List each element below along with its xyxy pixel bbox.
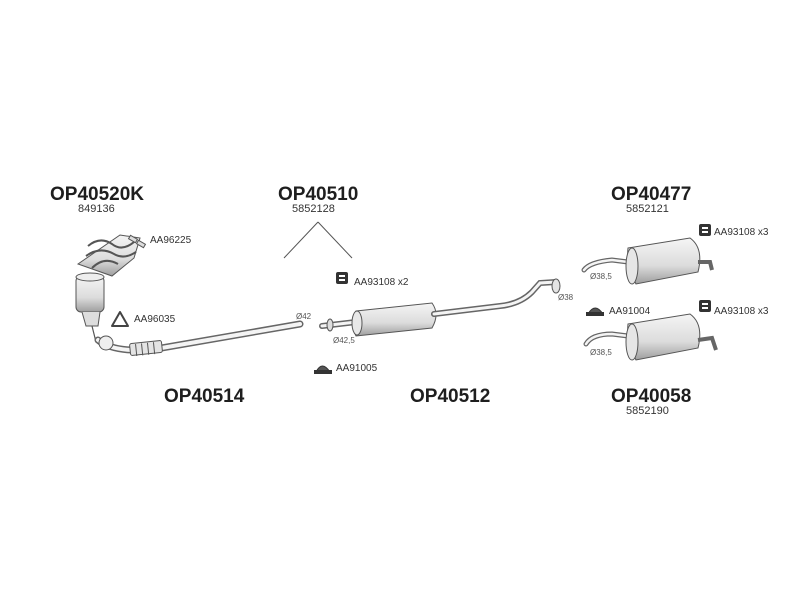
middle-clamp-label[interactable]: AA91005: [336, 363, 378, 374]
middle-silencer-part[interactable]: [319, 278, 561, 337]
manifold-gasket-label[interactable]: AA96035: [134, 314, 176, 325]
clamp-upper-x3-label[interactable]: AA93108 x3: [714, 227, 769, 238]
manifold-oe-number: 849136: [78, 203, 115, 215]
clamp-x2-label[interactable]: AA93108 x2: [354, 277, 409, 288]
manifold-part-number: OP40520K: [50, 184, 145, 205]
bolts-label[interactable]: AA96225: [150, 235, 192, 246]
rear-upper-part-number: OP40477: [611, 184, 692, 205]
clamp-upper-x3-icon[interactable]: [699, 224, 711, 236]
rear-clamp-label[interactable]: AA91004: [609, 306, 651, 317]
bolts-icon[interactable]: [127, 234, 147, 249]
downpipe-part-number: OP40510: [278, 184, 359, 205]
clamp-x2-icon[interactable]: [336, 272, 348, 284]
middle-part-number: OP40512: [410, 386, 491, 407]
diameter-42-5-label: Ø42,5: [333, 336, 355, 345]
manifold-gasket-icon[interactable]: [111, 311, 129, 327]
rear-silencer-lower-part[interactable]: [583, 313, 718, 361]
rear-upper-oe-number: 5852121: [626, 203, 669, 215]
middle-clamp-icon[interactable]: [314, 365, 332, 374]
manifold-catalyst-part[interactable]: [75, 234, 141, 349]
downpipe-oe-number: 5852128: [292, 203, 335, 215]
rear-silencer-upper-part[interactable]: [581, 237, 714, 285]
diameter-38-5-lower-label: Ø38,5: [590, 348, 612, 357]
rear-lower-part-number: OP40058: [611, 386, 692, 407]
clamp-lower-x3-icon[interactable]: [699, 300, 711, 312]
diameter-38-5-upper-label: Ø38,5: [590, 272, 612, 281]
rear-lower-oe-number: 5852190: [626, 405, 669, 417]
flex-section: [129, 340, 163, 357]
front-pipe-part[interactable]: [94, 320, 304, 357]
diameter-38-label: Ø38: [558, 293, 574, 302]
rear-clamp-icon[interactable]: [586, 307, 604, 316]
clamp-lower-x3-label[interactable]: AA93108 x3: [714, 306, 769, 317]
front-pipe-part-number: OP40514: [164, 386, 245, 407]
downpipe-callout-lines: [283, 221, 353, 259]
diameter-42-label: Ø42: [296, 312, 312, 321]
